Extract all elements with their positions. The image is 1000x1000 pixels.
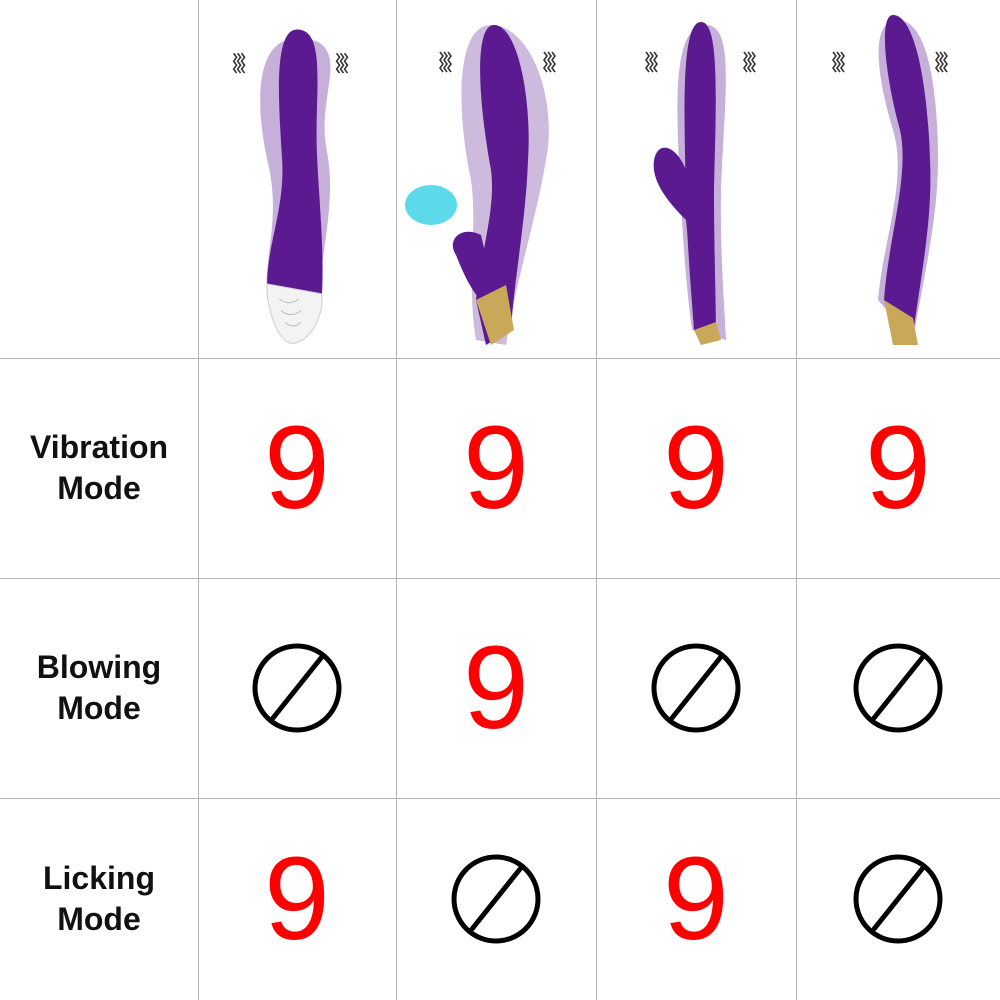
mode-count: 9 — [663, 402, 729, 534]
prohibited-icon — [252, 643, 342, 733]
table-cell: 9 — [796, 358, 1000, 578]
vibrator-tongue-icon — [232, 29, 349, 344]
rabbit-vibrator-icon — [645, 22, 756, 345]
table-cell: 9 — [596, 358, 796, 578]
row-label: Vibration Mode — [29, 429, 169, 506]
table-cell: 9 — [396, 578, 596, 798]
vibration-waves-icon — [935, 51, 948, 73]
mode-count: 9 — [463, 402, 529, 534]
prohibited-icon — [853, 643, 943, 733]
table-cell — [796, 798, 1000, 1000]
table-cell — [596, 578, 796, 798]
gspot-vibrator-icon — [832, 15, 948, 345]
grid-divider-vertical — [796, 0, 797, 1000]
table-cell: 9 — [596, 798, 796, 1000]
product-2-image — [405, 25, 556, 345]
prohibited-icon — [451, 854, 541, 944]
grid-divider-vertical — [198, 0, 199, 1000]
vibration-waves-icon — [232, 52, 246, 74]
table-cell — [198, 578, 396, 798]
table-cell — [796, 578, 1000, 798]
grid-divider-vertical — [396, 0, 397, 1000]
vibrator-suction-icon — [405, 25, 556, 345]
row-label: Licking Mode — [42, 860, 155, 937]
grid-divider-horizontal — [0, 358, 1000, 359]
vibration-waves-icon — [645, 51, 658, 73]
vibration-waves-icon — [743, 51, 756, 73]
prohibited-icon — [651, 643, 741, 733]
mode-count: 9 — [264, 402, 330, 534]
product-1-image — [232, 29, 349, 344]
product-3-image — [645, 22, 756, 345]
table-cell — [396, 798, 596, 1000]
mode-count: 9 — [264, 833, 330, 965]
vibration-waves-icon — [832, 51, 845, 73]
suction-icon — [405, 185, 457, 225]
table-cell: 9 — [198, 358, 396, 578]
grid-divider-horizontal — [0, 798, 1000, 799]
vibration-waves-icon — [335, 52, 349, 74]
grid-divider-horizontal — [0, 578, 1000, 579]
mode-count: 9 — [463, 622, 529, 754]
table-cell: 9 — [396, 358, 596, 578]
product-4-image — [832, 15, 948, 345]
table-cell: 9 — [198, 798, 396, 1000]
vibration-waves-icon — [543, 51, 556, 73]
grid-divider-vertical — [596, 0, 597, 1000]
mode-count: 9 — [663, 833, 729, 965]
prohibited-icon — [853, 854, 943, 944]
vibration-waves-icon — [439, 51, 452, 73]
mode-count: 9 — [865, 402, 931, 534]
row-label: Blowing Mode — [36, 649, 162, 726]
